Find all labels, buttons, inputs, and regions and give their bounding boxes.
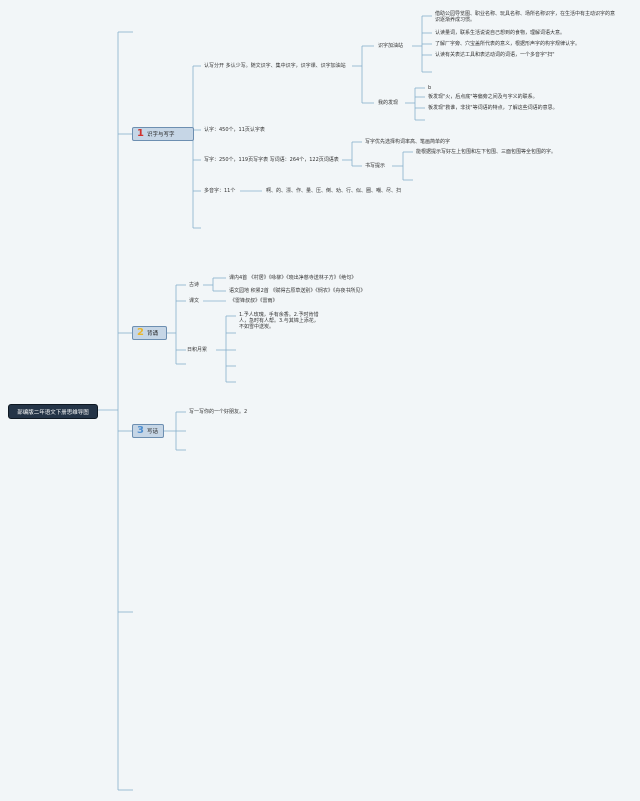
node-polyphone-chars: 啊、的、漂、作、量、压、倒、劝、行、似、圈、嘲、尽、扫 (266, 188, 402, 194)
topic-label-1: 识字与写字 (146, 132, 175, 138)
topic-label-2: 背诵 (146, 331, 158, 337)
node-write-count: 写字：250个，119页写字表 写词语：264个，122页词语表 (204, 157, 339, 163)
topic-number-3: 3 (137, 425, 144, 436)
node-poems-in-class: 课内4首 《村居》《咏柳》《晓出净慈寺送林子方》《绝句》 (229, 275, 357, 281)
root-node: 部编版二年语文下册思维导图 (8, 404, 98, 419)
node-literacy-station: 识字加油站 (378, 43, 404, 49)
node-ancient-poems: 古诗 (189, 282, 200, 288)
node-recognize-count: 认字：450个，11页认字表 (204, 127, 265, 133)
node-discovery-item-2: 板发现"火，后点底"等偏旁之间及与字义的联系。 (428, 94, 538, 100)
node-texts-item: 《雷锋叔叔》《雷雨》 (230, 298, 278, 304)
node-station-item-2: 认读量词，联系生活说说自己想到的食物，理解词语大意。 (435, 30, 566, 36)
node-my-discovery: 我的发现 (378, 100, 399, 106)
topic-writing: 3 写话 (132, 424, 164, 438)
node-writing-tips: 书写提示 (365, 163, 386, 169)
node-write-friend: 写一写你的一个好朋友。2 (189, 409, 248, 415)
node-writing-tip-item: 能根据提示写好左上包围和左下包围、三面包围等全包围的字。 (416, 149, 557, 155)
node-discovery-item-1: b (428, 85, 432, 91)
node-poems-garden: 语文园地 积累2首 《赋得古原草送别》《悯农》《舟夜书所见》 (229, 288, 366, 294)
node-polyphone-count: 多音字：11个 (204, 188, 236, 194)
node-write-priority: 写字优先选择构词率高、笔画简单的字 (365, 139, 451, 145)
topic-literacy: 1 识字与写字 (132, 127, 194, 141)
node-accumulation-item: 1.予人玫瑰，手有余香。2.予时肯惜人，急时有人帮。3.与其锦上添花，不如雪中送… (239, 312, 319, 330)
topic-recitation: 2 背诵 (132, 326, 167, 340)
node-texts: 课文 (189, 298, 200, 304)
topic-label-3: 写话 (146, 429, 158, 435)
node-discovery-item-3: 板发现"救谁，非找"等词语的特点，了解这些词语的意思。 (428, 105, 558, 111)
node-recognize-write-split: 认写分开 多认少写。随文识字、集中识字，识字课、识字加油站 (204, 63, 346, 69)
node-station-item-3: 了解厂字旁、穴宝盖所代表的意义，根据形声字的构字规律认字。 (435, 41, 581, 47)
node-station-item-4: 认读有关表达工具和表达动词的词语，一个多音字"扫" (435, 52, 555, 58)
node-daily-accumulation: 日积月累 (187, 347, 208, 353)
node-station-item-1: 借助公园导览图、职业名称、玩具名称、场所名称识字，在生活中有主动识字的意识逐渐养… (435, 11, 616, 23)
topic-number-1: 1 (137, 128, 144, 139)
topic-number-2: 2 (137, 327, 144, 338)
